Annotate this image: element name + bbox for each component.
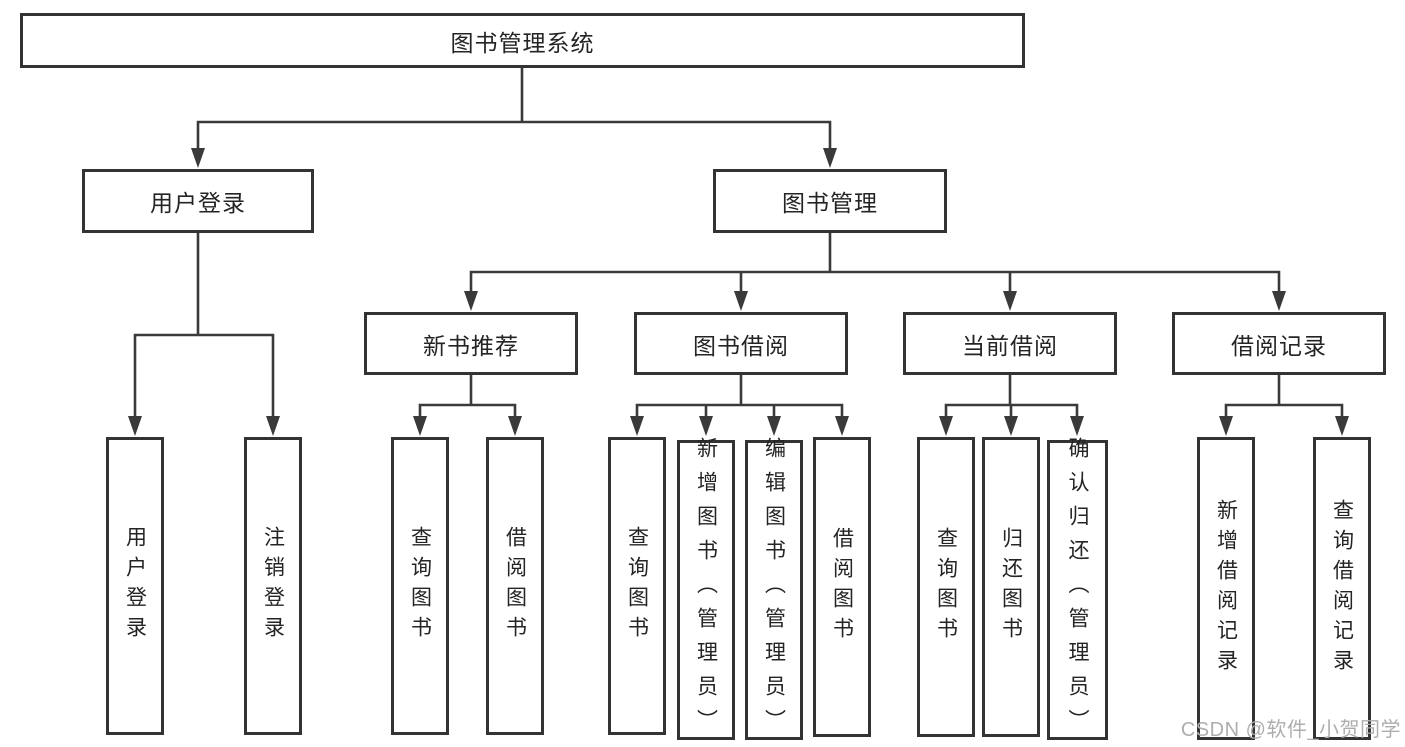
node-new-book-recommend: 新书推荐 xyxy=(364,312,578,375)
arrow-down-icon xyxy=(734,291,748,311)
arrow-down-icon xyxy=(1004,416,1018,436)
node-label: 图书管理系统 xyxy=(450,29,595,56)
node-label: 查询图书 xyxy=(408,526,432,646)
arrow-down-icon xyxy=(630,416,644,436)
node-user-login-branch: 用户登录 xyxy=(82,169,314,233)
node-label: 新增图书（管理员） xyxy=(694,437,718,743)
node-label: 借阅图书 xyxy=(503,526,527,646)
node-label: 查询借阅记录 xyxy=(1330,498,1354,679)
node-leaf-add-books-admin: 新增图书（管理员） xyxy=(677,437,735,743)
arrow-down-icon xyxy=(1335,416,1349,436)
node-leaf-query-books-borrow: 查询图书 xyxy=(608,437,666,735)
arrow-down-icon xyxy=(266,416,280,436)
arrowheads xyxy=(128,148,1349,436)
arrow-down-icon xyxy=(939,416,953,436)
node-book-management-branch: 图书管理 xyxy=(713,169,947,233)
node-borrowing-records: 借阅记录 xyxy=(1172,312,1386,375)
node-leaf-query-borrow-record: 查询借阅记录 xyxy=(1313,437,1371,740)
node-label: 新书推荐 xyxy=(423,332,519,359)
node-leaf-query-books-recommend: 查询图书 xyxy=(391,437,449,735)
node-current-borrowing: 当前借阅 xyxy=(903,312,1117,375)
arrow-down-icon xyxy=(1272,291,1286,311)
node-leaf-user-login: 用户登录 xyxy=(106,437,164,735)
arrow-down-icon xyxy=(1003,291,1017,311)
arrow-down-icon xyxy=(464,291,478,311)
node-label: 借阅图书 xyxy=(830,527,854,647)
arrow-down-icon xyxy=(508,416,522,436)
arrow-down-icon xyxy=(191,148,205,168)
node-label: 图书管理 xyxy=(782,190,878,216)
node-label: 图书借阅 xyxy=(693,332,789,359)
node-label: 归还图书 xyxy=(999,527,1023,647)
node-label: 注销登录 xyxy=(261,526,285,646)
node-label: 新增借阅记录 xyxy=(1214,498,1238,679)
arrow-down-icon xyxy=(823,148,837,168)
node-root-library-system: 图书管理系统 xyxy=(20,13,1025,68)
tree-connectors xyxy=(133,66,1344,422)
arrow-down-icon xyxy=(1070,416,1084,436)
node-leaf-edit-books-admin: 编辑图书（管理员） xyxy=(745,437,803,743)
arrow-down-icon xyxy=(128,416,142,436)
arrow-down-icon xyxy=(699,416,713,436)
node-label: 借阅记录 xyxy=(1231,332,1327,359)
arrow-down-icon xyxy=(835,416,849,436)
node-leaf-add-borrow-record: 新增借阅记录 xyxy=(1197,437,1255,740)
node-label: 用户登录 xyxy=(123,526,147,646)
arrow-down-icon xyxy=(1219,416,1233,436)
node-leaf-confirm-return-admin: 确认归还（管理员） xyxy=(1047,437,1108,743)
node-label: 当前借阅 xyxy=(962,332,1058,359)
node-book-borrowing: 图书借阅 xyxy=(634,312,848,375)
node-leaf-query-books-current: 查询图书 xyxy=(917,437,975,737)
arrow-down-icon xyxy=(767,416,781,436)
node-label: 查询图书 xyxy=(625,526,649,646)
node-leaf-borrow-books: 借阅图书 xyxy=(813,437,871,737)
csdn-watermark: CSDN @软件_小贺同学 xyxy=(1180,719,1401,741)
node-leaf-return-books: 归还图书 xyxy=(982,437,1040,737)
node-label: 查询图书 xyxy=(934,527,958,647)
node-leaf-logout: 注销登录 xyxy=(244,437,302,735)
node-label: 编辑图书（管理员） xyxy=(762,437,786,743)
arrow-down-icon xyxy=(413,416,427,436)
node-label: 用户登录 xyxy=(150,190,246,216)
node-leaf-borrow-books-recommend: 借阅图书 xyxy=(486,437,544,735)
node-label: 确认归还（管理员） xyxy=(1066,437,1089,743)
